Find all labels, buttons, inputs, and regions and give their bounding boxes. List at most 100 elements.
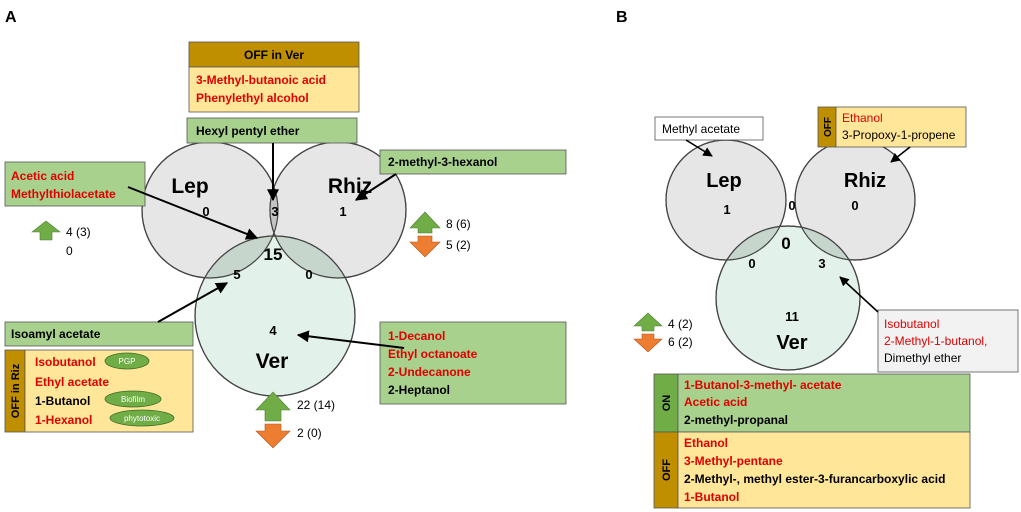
ver-arrows: 22 (14) 2 (0): [255, 391, 335, 449]
decanol-item-1: Ethyl octanoate: [388, 347, 478, 361]
lep-down-value: 0: [66, 244, 73, 258]
rhiz-down-arrow: [409, 235, 441, 258]
b-up-arrow: [633, 312, 663, 332]
off-item-0: Ethanol: [684, 436, 728, 450]
panel-a-venn: [141, 141, 407, 397]
isobutanol-arrow: [839, 276, 879, 313]
decanol-item-2: 2-Undecanone: [388, 365, 471, 379]
decanol-arrow: [296, 330, 405, 349]
venn-a-lep-label: Lep: [171, 175, 208, 198]
off-in-riz-item-3: 1-Hexanol: [35, 413, 92, 427]
venn-b-lep-label: Lep: [706, 170, 742, 192]
venn-a-count-rhiz-ver: 0: [305, 267, 312, 282]
venn-a-count-all: 15: [264, 245, 283, 264]
off-in-ver-title: OFF in Ver: [244, 48, 304, 62]
panel-b-label: B: [616, 9, 628, 26]
b-down-arrow: [633, 333, 663, 353]
methyl-acetate-label: Methyl acetate: [662, 122, 740, 136]
acetic-item-0: Acetic acid: [11, 169, 74, 183]
lep-up-value: 4 (3): [66, 225, 91, 239]
venn-b-count-lep-ver: 0: [748, 256, 755, 271]
b-up-value: 4 (2): [668, 317, 693, 331]
methyl-hexanol-label: 2-methyl-3-hexanol: [388, 155, 497, 169]
methyl-hexanol-arrow: [354, 173, 397, 201]
off-in-ver-box: OFF in Ver 3-Methyl-butanoic acid Phenyl…: [188, 41, 360, 113]
off-rhiz-box: OFF Ethanol 3-Propoxy-1-propene: [817, 106, 967, 148]
b-arrows: 4 (2) 6 (2): [633, 312, 693, 353]
venn-a-count-rhiz-only: 1: [339, 204, 346, 219]
venn-a-ver-label: Ver: [256, 350, 289, 373]
panel-b-venn: [665, 139, 916, 371]
rhiz-arrows: 8 (6) 5 (2): [409, 211, 471, 258]
isoamyl-box: Isoamyl acetate: [4, 321, 194, 347]
lep-up-arrow: [31, 220, 61, 241]
decanol-item-0: 1-Decanol: [388, 329, 445, 343]
lep-arrows: 4 (3) 0: [31, 220, 91, 258]
off-item-1: 3-Methyl-pentane: [684, 454, 783, 468]
hexyl-pentyl-label: Hexyl pentyl ether: [196, 124, 300, 138]
off-in-riz-tab: OFF in Riz: [10, 363, 22, 418]
on-item-2: 2-methyl-propanal: [684, 413, 788, 427]
rhiz-down-value: 5 (2): [446, 238, 471, 252]
venn-b-count-ver-only: 11: [785, 309, 799, 324]
venn-a-count-lep-rhiz: 3: [271, 204, 278, 219]
panel-a-label: A: [5, 9, 17, 26]
venn-b-rhiz-label: Rhiz: [844, 170, 886, 192]
venn-b-ver-label: Ver: [776, 332, 807, 354]
venn-a-count-lep-ver: 5: [233, 267, 240, 282]
on-tab: ON: [661, 395, 673, 412]
tag-pgp: [104, 352, 150, 370]
tag-biofilm-label: Biofilm: [121, 395, 145, 404]
venn-b-count-rhiz-ver: 3: [818, 256, 825, 271]
on-item-1: Acetic acid: [684, 395, 747, 409]
off-in-ver-item-0: 3-Methyl-butanoic acid: [196, 73, 326, 87]
ver-down-arrow: [255, 423, 291, 449]
decanol-box: 1-Decanol Ethyl octanoate 2-Undecanone 2…: [379, 321, 567, 405]
rhiz-up-arrow: [409, 211, 441, 234]
isobutanol-item-0: Isobutanol: [884, 317, 939, 331]
ver-down-value: 2 (0): [297, 426, 322, 440]
off-in-ver-item-1: Phenylethyl alcohol: [196, 91, 309, 105]
tag-biofilm: [104, 390, 162, 408]
tag-phytotoxic-label: phytotoxic: [124, 414, 160, 423]
methyl-hexanol-box: 2-methyl-3-hexanol: [379, 149, 567, 175]
isobutanol-item-2: Dimethyl ether: [884, 351, 961, 365]
venn-a-count-ver-only: 4: [269, 323, 277, 338]
off-item-3: 1-Butanol: [684, 490, 739, 504]
acetic-acid-box: Acetic acid Methylthiolacetate: [4, 161, 146, 207]
off-in-riz-item-0: Isobutanol: [35, 355, 96, 369]
off-item-2: 2-Methyl-, methyl ester-3-furancarboxyli…: [684, 472, 945, 486]
off-in-riz-box: OFF in Riz Isobutanol Ethyl acetate 1-Bu…: [4, 349, 194, 433]
venn-b-count-lep-rhiz: 0: [788, 198, 795, 213]
off-rhiz-item-0: Ethanol: [842, 111, 883, 125]
rhiz-up-value: 8 (6): [446, 217, 471, 231]
off-rhiz-item-1: 3-Propoxy-1-propene: [842, 128, 956, 142]
venn-b-count-all: 0: [781, 234, 790, 253]
isoamyl-arrow: [157, 282, 229, 323]
hexyl-pentyl-box: Hexyl pentyl ether: [186, 117, 358, 144]
b-down-value: 6 (2): [668, 335, 693, 349]
methyl-acetate-box: Methyl acetate: [654, 116, 764, 141]
ver-up-arrow: [255, 391, 291, 422]
on-item-0: 1-Butanol-3-methyl- acetate: [684, 378, 842, 392]
ver-up-value: 22 (14): [297, 398, 335, 412]
venn-b-count-lep-only: 1: [723, 202, 730, 217]
off-tab: OFF: [661, 459, 673, 481]
off-in-riz-item-1: Ethyl acetate: [35, 375, 109, 389]
methyl-acetate-arrow: [685, 139, 713, 157]
venn-a-count-lep-only: 0: [202, 204, 209, 219]
isoamyl-label: Isoamyl acetate: [11, 327, 101, 341]
off-rhiz-tab: OFF: [823, 117, 834, 137]
decanol-item-3: 2-Heptanol: [388, 383, 450, 397]
tag-pgp-label: PGP: [119, 357, 136, 366]
off-box: OFF Ethanol 3-Methyl-pentane 2-Methyl-, …: [653, 431, 971, 509]
off-in-riz-item-2: 1-Butanol: [35, 394, 90, 408]
acetic-arrow: [127, 186, 259, 240]
tag-phytotoxic: [109, 409, 175, 427]
off-rhiz-arrow: [890, 146, 911, 163]
isobutanol-box: Isobutanol 2-Methyl-1-butanol, Dimethyl …: [877, 309, 1019, 373]
venn-b-count-rhiz-only: 0: [851, 198, 858, 213]
acetic-item-1: Methylthiolacetate: [11, 187, 116, 201]
isobutanol-item-1: 2-Methyl-1-butanol,: [884, 334, 987, 348]
